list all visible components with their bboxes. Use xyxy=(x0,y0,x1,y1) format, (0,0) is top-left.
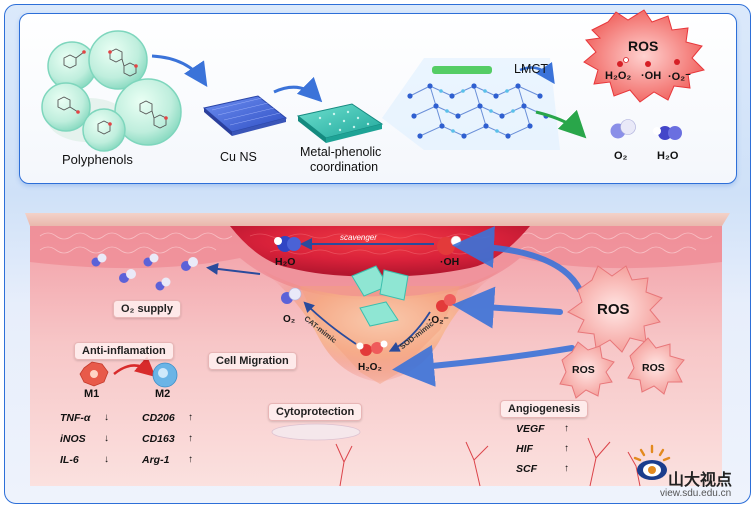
top-panel-graphics xyxy=(41,9,705,152)
product-o2-label: O₂ xyxy=(614,150,628,162)
cytoprotection-label: Cytoprotection xyxy=(268,403,363,421)
ros-burst-title: ROS xyxy=(628,38,659,54)
product-h2o-label: H₂O xyxy=(657,150,679,162)
spiky-cone xyxy=(300,286,460,384)
marker-tnf-arrow: ↓ xyxy=(104,412,109,423)
ros-species-superoxide: ·O₂⁻ xyxy=(668,71,691,83)
arrow-polyphenol-to-cuns xyxy=(151,54,208,87)
ros-small-label-1: ROS xyxy=(572,364,595,376)
arrow-ros-to-oh xyxy=(452,226,583,293)
marker-cd206-arrow: ↑ xyxy=(188,412,193,423)
ros-small-label-2: ROS xyxy=(642,362,665,374)
marker-il6: IL-6 xyxy=(60,454,79,466)
coordination-label-line2: coordination xyxy=(310,160,379,174)
o2-supply-label: O₂ supply xyxy=(113,300,181,318)
arrow-o2-supply xyxy=(206,262,261,275)
h2o2-label: H₂O₂ xyxy=(358,362,382,373)
marker-arg1: Arg-1 xyxy=(142,454,170,466)
m1-label: M1 xyxy=(84,388,100,400)
ros-main-label: ROS xyxy=(597,301,630,318)
h2o-wound-label: H₂O xyxy=(275,256,296,268)
ros-burst-shape xyxy=(583,9,705,103)
ros-small-burst-2 xyxy=(627,337,685,395)
arrow-h2o2-to-o2 xyxy=(303,301,357,345)
polyphenols-label: Polyphenols xyxy=(62,152,133,167)
zoom-cone xyxy=(382,58,560,150)
marker-inos: iNOS xyxy=(60,433,86,445)
cytoprotection-dome xyxy=(271,423,361,441)
marker-scf-arrow: ↑ xyxy=(564,463,569,474)
h2o-molecule-top xyxy=(653,126,682,140)
marker-hif-arrow: ↑ xyxy=(564,443,569,454)
cu-ns-label: Cu NS xyxy=(220,150,257,164)
scavenger-label: scavenger xyxy=(340,233,377,242)
h2o-molecule-wound xyxy=(274,236,301,252)
marker-cd163: CD163 xyxy=(142,433,175,445)
watermark-logo-icon xyxy=(633,444,671,480)
arrow-cuns-to-coordination xyxy=(273,76,323,103)
marker-arg1-arrow: ↑ xyxy=(188,454,193,465)
coordination-label-line1: Metal-phenolic xyxy=(300,145,382,159)
marker-hif: HIF xyxy=(516,443,533,455)
ros-species-h2o2: H₂O₂ xyxy=(605,70,632,82)
h2o2-molecule xyxy=(356,340,388,356)
wound-texture xyxy=(249,233,491,255)
healing-core xyxy=(262,270,500,382)
o2-molecule-top xyxy=(610,119,636,139)
lmct-lattice xyxy=(407,61,555,139)
oh-label: ·OH xyxy=(440,256,460,268)
arrow-ros-to-h2o2 xyxy=(392,344,575,387)
o2-wound-label: O₂ xyxy=(283,314,296,325)
marker-tnf: TNF-α xyxy=(60,412,91,424)
ros-main-burst xyxy=(567,265,663,353)
ros-small-burst-1 xyxy=(559,341,615,399)
arrow-lmct-to-products xyxy=(535,109,587,139)
anti-inflammation-title: Anti-inflamation xyxy=(74,342,174,360)
lmct-label: LMCT xyxy=(514,62,549,76)
marker-il6-arrow: ↓ xyxy=(104,454,109,465)
marker-vegf-arrow: ↑ xyxy=(564,423,569,434)
superoxide-label: ·O₂⁻ xyxy=(428,315,449,326)
skin-top-surface xyxy=(25,213,730,226)
watermark-brand: 山大视点 xyxy=(668,470,733,489)
o2-molecule-wound xyxy=(281,287,302,304)
cell-migration-label: Cell Migration xyxy=(208,352,297,370)
cu-ns-sheet xyxy=(202,95,288,136)
capillaries xyxy=(335,437,641,487)
angiogenesis-title: Angiogenesis xyxy=(500,400,589,418)
o2-supply-molecules xyxy=(91,253,198,291)
ros-dots xyxy=(617,57,680,67)
nanosheet-triad xyxy=(351,265,409,327)
marker-scf: SCF xyxy=(516,463,537,475)
marker-cd206: CD206 xyxy=(142,412,175,424)
ros-species-oh: ·OH xyxy=(641,70,662,82)
m1-cell xyxy=(79,361,109,387)
polyphenol-bubbles xyxy=(41,30,182,152)
marker-inos-arrow: ↓ xyxy=(104,433,109,444)
watermark-url: view.sdu.edu.cn xyxy=(660,488,732,499)
m2-label: M2 xyxy=(155,388,171,400)
marker-vegf: VEGF xyxy=(516,423,545,435)
marker-cd163-arrow: ↑ xyxy=(188,433,193,444)
arrow-m1-to-m2 xyxy=(113,356,156,377)
arrow-ros-to-superoxide xyxy=(452,286,563,329)
cell-texture xyxy=(39,232,713,254)
m2-cell xyxy=(152,362,178,388)
coordination-sheet xyxy=(296,103,384,143)
